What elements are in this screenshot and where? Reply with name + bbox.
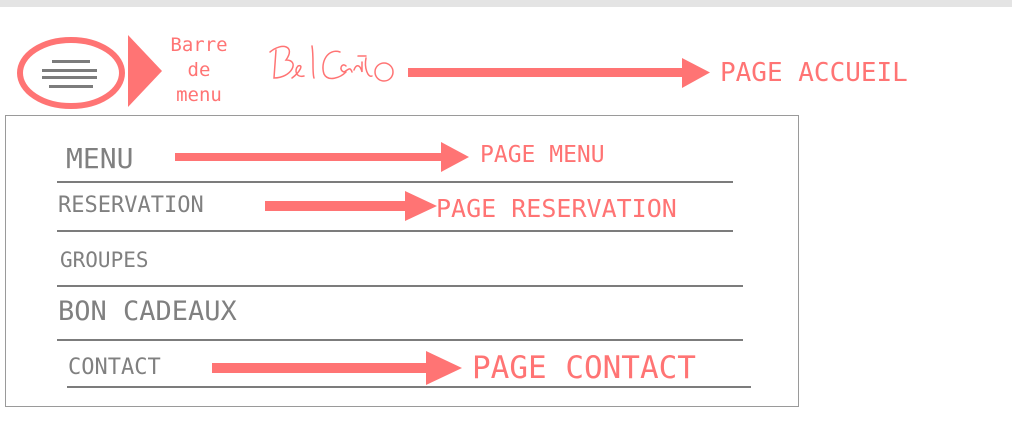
logo-target-label: PAGE ACCUEIL [720,58,908,88]
logo-signature [269,45,394,82]
menu-item-groupes[interactable]: GROUPES [60,248,149,272]
burger-caption: Barre de menu [170,34,228,106]
divider [67,386,751,388]
top-border [0,0,1012,7]
reservation-target-label: PAGE RESERVATION [436,194,677,223]
menu-item-bon-cadeaux[interactable]: BON CADEAUX [58,296,237,327]
menu-panel [5,115,799,407]
bel-canto-logo[interactable] [262,38,402,100]
divider [57,339,743,341]
hamburger-menu-icon[interactable] [17,36,129,110]
burger-arrow-icon [128,35,162,107]
menu-item-contact[interactable]: CONTACT [68,355,161,380]
menu-item-reservation[interactable]: RESERVATION [58,193,204,218]
logo-arrow-icon [408,58,710,88]
divider [57,285,743,287]
right-arrow-icon [265,191,437,221]
divider [57,230,733,232]
contact-target-label: PAGE CONTACT [472,350,696,386]
menu-target-label: PAGE MENU [480,142,605,168]
divider [57,181,733,183]
right-arrow-icon [212,351,462,385]
right-arrow-icon [175,142,469,172]
menu-item-menu[interactable]: MENU [66,142,134,175]
